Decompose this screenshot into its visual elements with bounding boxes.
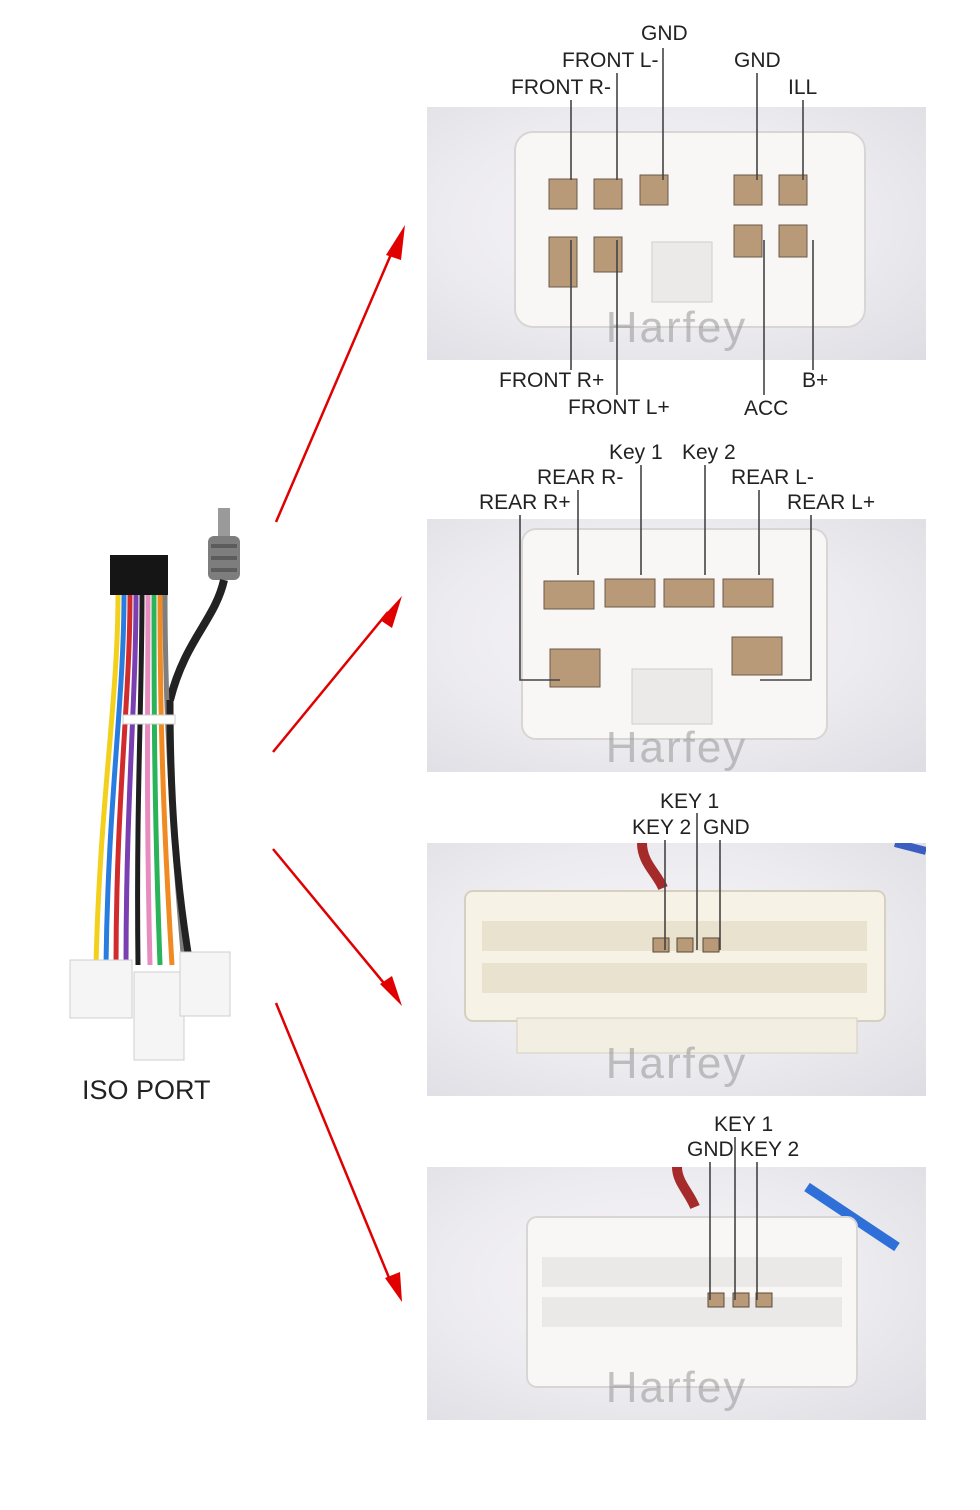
c1-label-gnd-2: GND: [734, 49, 781, 72]
connector-4-housing: [526, 1167, 900, 1388]
c1-label-b-plus: B+: [802, 369, 829, 392]
watermark-2: Harfey: [605, 723, 748, 772]
c1-label-ill: ILL: [788, 76, 818, 99]
leader-lines: [519, 48, 814, 1300]
c2-label-key-2: Key 2: [682, 441, 736, 464]
c1-label-front-l-minus: FRONT L-: [562, 49, 659, 72]
connector-2-housing: [521, 528, 828, 740]
c2-label-rear-l-plus: REAR L+: [787, 491, 876, 514]
c1-label-front-r-minus: FRONT R-: [511, 76, 611, 99]
c1-label-acc: ACC: [744, 397, 789, 420]
connector-3-housing: [464, 843, 926, 1054]
c3-label-gnd: GND: [703, 816, 750, 839]
iso-port-label: ISO PORT: [82, 1075, 211, 1105]
iso-white-plugs: [69, 951, 231, 1061]
connector-photo-2: Harfey: [427, 519, 926, 772]
connector-photo-1: Harfey: [427, 107, 926, 360]
connector-photo-4: Harfey: [427, 1167, 926, 1420]
pointer-arrows: [272, 225, 405, 1302]
watermark-4: Harfey: [605, 1363, 748, 1412]
c2-label-key-1: Key 1: [609, 441, 663, 464]
iso-black-connector: [110, 555, 168, 595]
c4-label-key-2: KEY 2: [740, 1138, 800, 1161]
connector-photo-3: Harfey: [427, 843, 926, 1096]
c4-label-key-1: KEY 1: [714, 1113, 774, 1136]
watermark-3: Harfey: [605, 1039, 748, 1088]
harness-wires: [93, 594, 194, 966]
c2-label-rear-r-minus: REAR R-: [537, 466, 624, 489]
c2-label-rear-r-plus: REAR R+: [479, 491, 571, 514]
c4-label-gnd: GND: [687, 1138, 734, 1161]
c1-label-front-l-plus: FRONT L+: [568, 396, 670, 419]
watermark-1: Harfey: [605, 303, 748, 352]
c1-label-front-r-plus: FRONT R+: [499, 369, 605, 392]
cable-tie: [122, 714, 176, 725]
c1-label-gnd: GND: [641, 22, 688, 45]
antenna-plug: [166, 508, 240, 701]
c3-label-key-2: KEY 2: [632, 816, 692, 839]
c2-label-rear-l-minus: REAR L-: [731, 466, 814, 489]
c3-label-key-1: KEY 1: [660, 790, 720, 813]
